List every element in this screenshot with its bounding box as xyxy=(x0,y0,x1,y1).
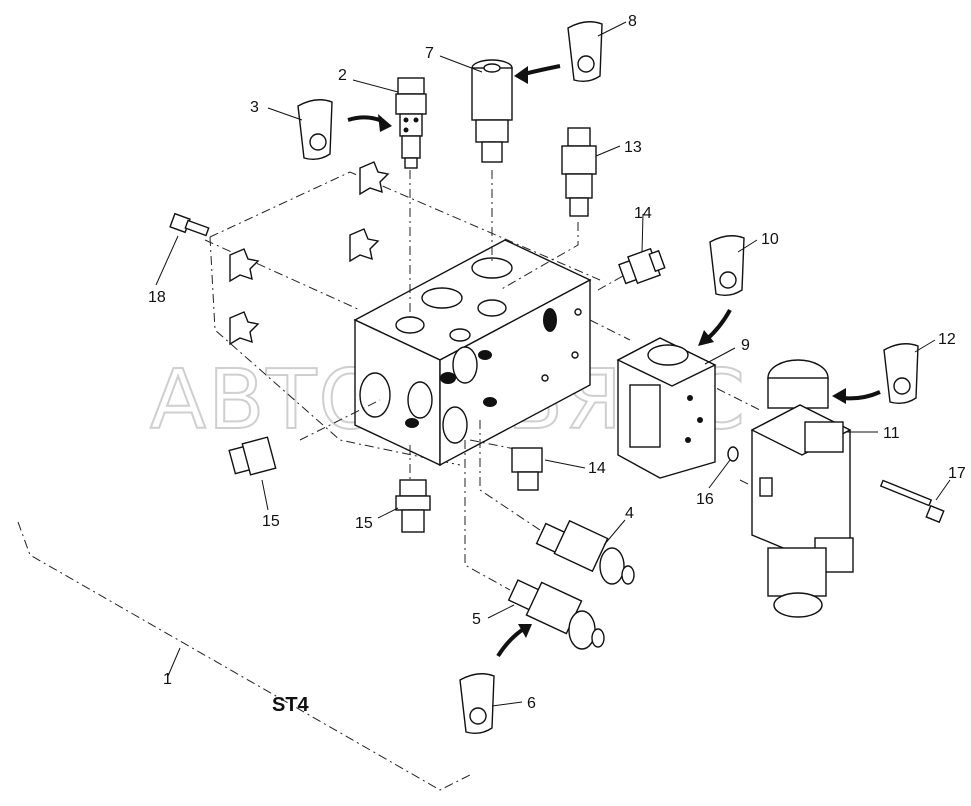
callout-15-bottom: 15 xyxy=(355,515,373,532)
callout-10: 10 xyxy=(761,231,779,248)
callout-6: 6 xyxy=(527,695,536,712)
callout-16: 16 xyxy=(696,491,714,508)
callout-17: 17 xyxy=(948,465,966,482)
callout-7: 7 xyxy=(425,45,434,62)
callout-3: 3 xyxy=(250,99,259,116)
callouts: 1 2 3 4 5 6 7 8 9 10 11 12 13 14 14 15 1… xyxy=(148,13,966,716)
assembly-lines xyxy=(204,170,761,591)
callout-11: 11 xyxy=(883,425,900,442)
fitting-15-bottom xyxy=(395,479,431,533)
callout-12: 12 xyxy=(938,331,956,348)
sealant-tube-6 xyxy=(459,673,495,735)
application-arrows xyxy=(347,64,881,658)
callout-5: 5 xyxy=(472,611,481,628)
seal-16 xyxy=(727,446,739,462)
assembly-label: ST4 xyxy=(272,694,310,716)
callout-4: 4 xyxy=(625,505,634,522)
gasket-marks xyxy=(229,161,390,346)
callout-14-bottom: 14 xyxy=(588,460,606,477)
sealant-tube-3 xyxy=(297,99,333,161)
cartridge-valve-2 xyxy=(395,77,427,169)
leader-lines xyxy=(155,21,951,707)
sealant-tube-12 xyxy=(883,343,919,405)
sealant-tube-8 xyxy=(567,21,603,83)
callout-13: 13 xyxy=(624,139,642,156)
bolt-18 xyxy=(169,212,210,237)
cartridge-7 xyxy=(471,59,513,163)
fitting-13 xyxy=(561,127,597,217)
assembly-boundary xyxy=(17,171,601,791)
sensor-5 xyxy=(507,579,605,650)
bolt-17 xyxy=(879,479,945,524)
valve-plate-9 xyxy=(616,337,717,479)
callout-8: 8 xyxy=(628,13,637,30)
callout-9: 9 xyxy=(741,337,750,354)
fitting-14-bottom xyxy=(511,447,543,491)
callout-14-top: 14 xyxy=(634,205,652,222)
sensor-4 xyxy=(535,519,635,585)
callout-18: 18 xyxy=(148,289,166,306)
sealant-tube-10 xyxy=(709,235,745,297)
solenoid-valve-11 xyxy=(750,359,854,618)
callout-15-left: 15 xyxy=(262,513,280,530)
callout-2: 2 xyxy=(338,67,347,84)
callout-1: 1 xyxy=(163,671,172,688)
fitting-14-top xyxy=(618,247,666,285)
fitting-15-left xyxy=(228,436,277,476)
